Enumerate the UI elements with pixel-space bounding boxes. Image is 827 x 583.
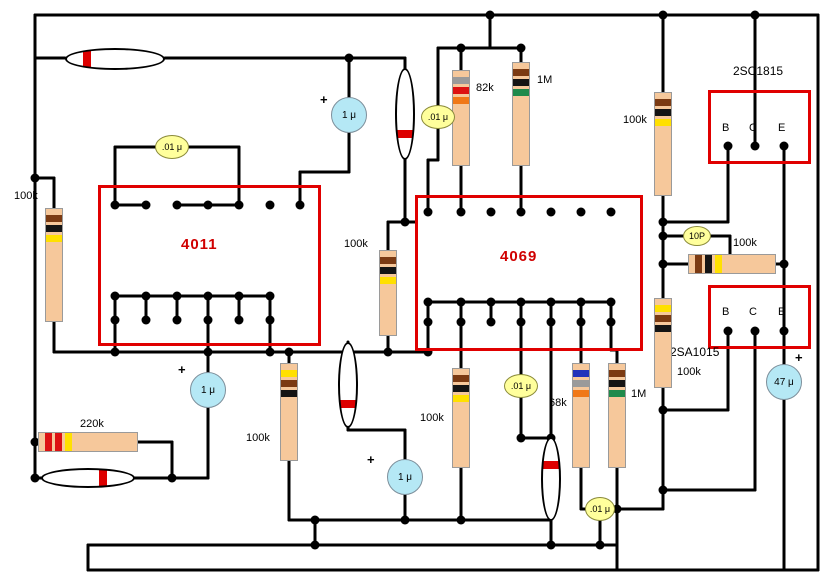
capacitor-c6: .01 μ xyxy=(421,105,455,129)
resistor-r8 xyxy=(280,363,298,461)
capacitor-c6-label: .01 μ xyxy=(427,112,449,122)
diode-d1 xyxy=(65,48,165,70)
capacitor-c7: .01 μ xyxy=(504,374,538,398)
ic-4069-label: 4069 xyxy=(500,248,538,265)
resistor-r7 xyxy=(654,298,672,388)
resistor-r3-label: 82k xyxy=(476,82,494,94)
resistor-r11-label: 1M xyxy=(631,388,647,400)
ic-4011: 4011 xyxy=(98,185,321,346)
q1-pin-e-label: E xyxy=(778,122,786,134)
ic-4069: 4069 xyxy=(415,195,643,351)
resistor-r6 xyxy=(688,254,776,274)
resistor-r2-label: 100k xyxy=(344,238,368,250)
q2-pin-e-label: E xyxy=(778,306,786,318)
capacitor-c4-label: 47 μ xyxy=(774,376,794,388)
resistor-r10-label: 68k xyxy=(549,397,567,409)
diode-d4 xyxy=(338,342,358,428)
resistor-r5-label: 100k xyxy=(623,114,647,126)
capacitor-c5: .01 μ xyxy=(155,135,189,159)
capacitor-c8: .01 μ xyxy=(585,497,615,521)
diode-d2 xyxy=(41,468,135,488)
resistor-r6-label: 100k xyxy=(733,237,757,249)
q2-pin-b-label: B xyxy=(722,306,730,318)
capacitor-c7-label: .01 μ xyxy=(510,381,532,391)
capacitor-c9-label: 10P xyxy=(688,231,705,241)
resistor-r12-label: 220k xyxy=(80,418,104,430)
capacitor-c2: 1 μ xyxy=(190,372,226,408)
resistor-r11 xyxy=(608,363,626,468)
capacitor-c2-polarity: + xyxy=(178,362,186,377)
resistor-r10 xyxy=(572,363,590,468)
capacitor-c4-polarity: + xyxy=(795,350,803,365)
transistor-2sc1815-label: 2SC1815 xyxy=(733,64,784,78)
transistor-2sc1815-box xyxy=(708,90,811,164)
capacitor-c9: 10P xyxy=(683,226,711,246)
diode-d3 xyxy=(395,68,415,160)
capacitor-c2-label: 1 μ xyxy=(200,384,216,396)
capacitor-c3-label: 1 μ xyxy=(397,471,413,483)
resistor-r1 xyxy=(45,208,63,322)
capacitor-c5-label: .01 μ xyxy=(161,142,183,152)
capacitor-c3-polarity: + xyxy=(367,452,375,467)
capacitor-c1-polarity: + xyxy=(320,92,328,107)
capacitor-c4: 47 μ xyxy=(766,364,802,400)
q1-pin-b-label: B xyxy=(722,122,730,134)
transistor-2sa1015-box xyxy=(708,285,811,349)
resistor-r7-label: 100k xyxy=(677,366,701,378)
capacitor-c1-label: 1 μ xyxy=(341,109,357,121)
ic-4011-label: 4011 xyxy=(181,236,218,253)
capacitor-c8-label: .01 μ xyxy=(589,504,611,514)
resistor-r4 xyxy=(512,62,530,166)
resistor-r12 xyxy=(38,432,138,452)
q1-pin-c-label: C xyxy=(749,122,757,134)
resistor-r2 xyxy=(379,250,397,336)
resistor-r4-label: 1M xyxy=(537,74,553,86)
resistor-r9 xyxy=(452,368,470,468)
resistor-r1-label: 100k xyxy=(14,190,38,202)
resistor-r9-label: 100k xyxy=(420,412,444,424)
capacitor-c3: 1 μ xyxy=(387,459,423,495)
capacitor-c1: 1 μ xyxy=(331,97,367,133)
transistor-2sa1015-label: 2SA1015 xyxy=(670,345,720,359)
diode-d5 xyxy=(541,437,561,521)
resistor-r5 xyxy=(654,92,672,196)
q2-pin-c-label: C xyxy=(749,306,757,318)
resistor-r8-label: 100k xyxy=(246,432,270,444)
